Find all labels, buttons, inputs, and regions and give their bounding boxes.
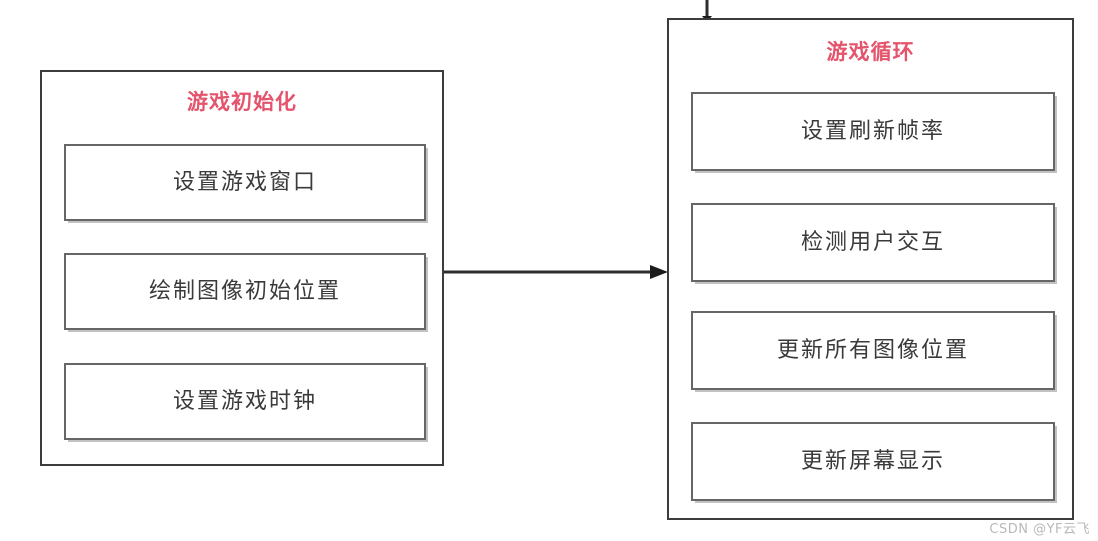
step-box-set-refresh-rate[interactable]: 设置刷新帧率: [691, 92, 1055, 171]
step-label-draw-initial-image-position: 绘制图像初始位置: [148, 278, 341, 304]
step-label-set-game-clock: 设置游戏时钟: [172, 388, 317, 414]
step-box-set-game-window[interactable]: 设置游戏窗口: [64, 144, 426, 221]
step-label-detect-user-interaction: 检测用户交互: [800, 229, 945, 255]
step-box-detect-user-interaction[interactable]: 检测用户交互: [691, 203, 1055, 282]
step-box-update-all-image-positions[interactable]: 更新所有图像位置: [691, 311, 1055, 390]
step-label-set-game-window: 设置游戏窗口: [172, 169, 317, 195]
step-box-draw-initial-image-position[interactable]: 绘制图像初始位置: [64, 253, 426, 330]
group-game-initialization: 游戏初始化 设置游戏窗口 绘制图像初始位置 设置游戏时钟: [40, 70, 445, 467]
group-game-loop: 游戏循环 设置刷新帧率 检测用户交互 更新所有图像位置 更新屏幕显示: [667, 18, 1075, 521]
arrow-init-to-loop-icon: [444, 265, 668, 279]
step-label-update-screen-display: 更新屏幕显示: [800, 448, 945, 474]
watermark: CSDN @YF云飞: [989, 522, 1090, 537]
group-title-game-initialization: 游戏初始化: [187, 90, 297, 114]
step-box-set-game-clock[interactable]: 设置游戏时钟: [64, 363, 426, 440]
step-label-update-all-image-positions: 更新所有图像位置: [776, 337, 969, 363]
group-title-game-loop: 游戏循环: [826, 40, 915, 64]
step-label-set-refresh-rate: 设置刷新帧率: [800, 118, 945, 144]
step-box-update-screen-display[interactable]: 更新屏幕显示: [691, 422, 1055, 501]
